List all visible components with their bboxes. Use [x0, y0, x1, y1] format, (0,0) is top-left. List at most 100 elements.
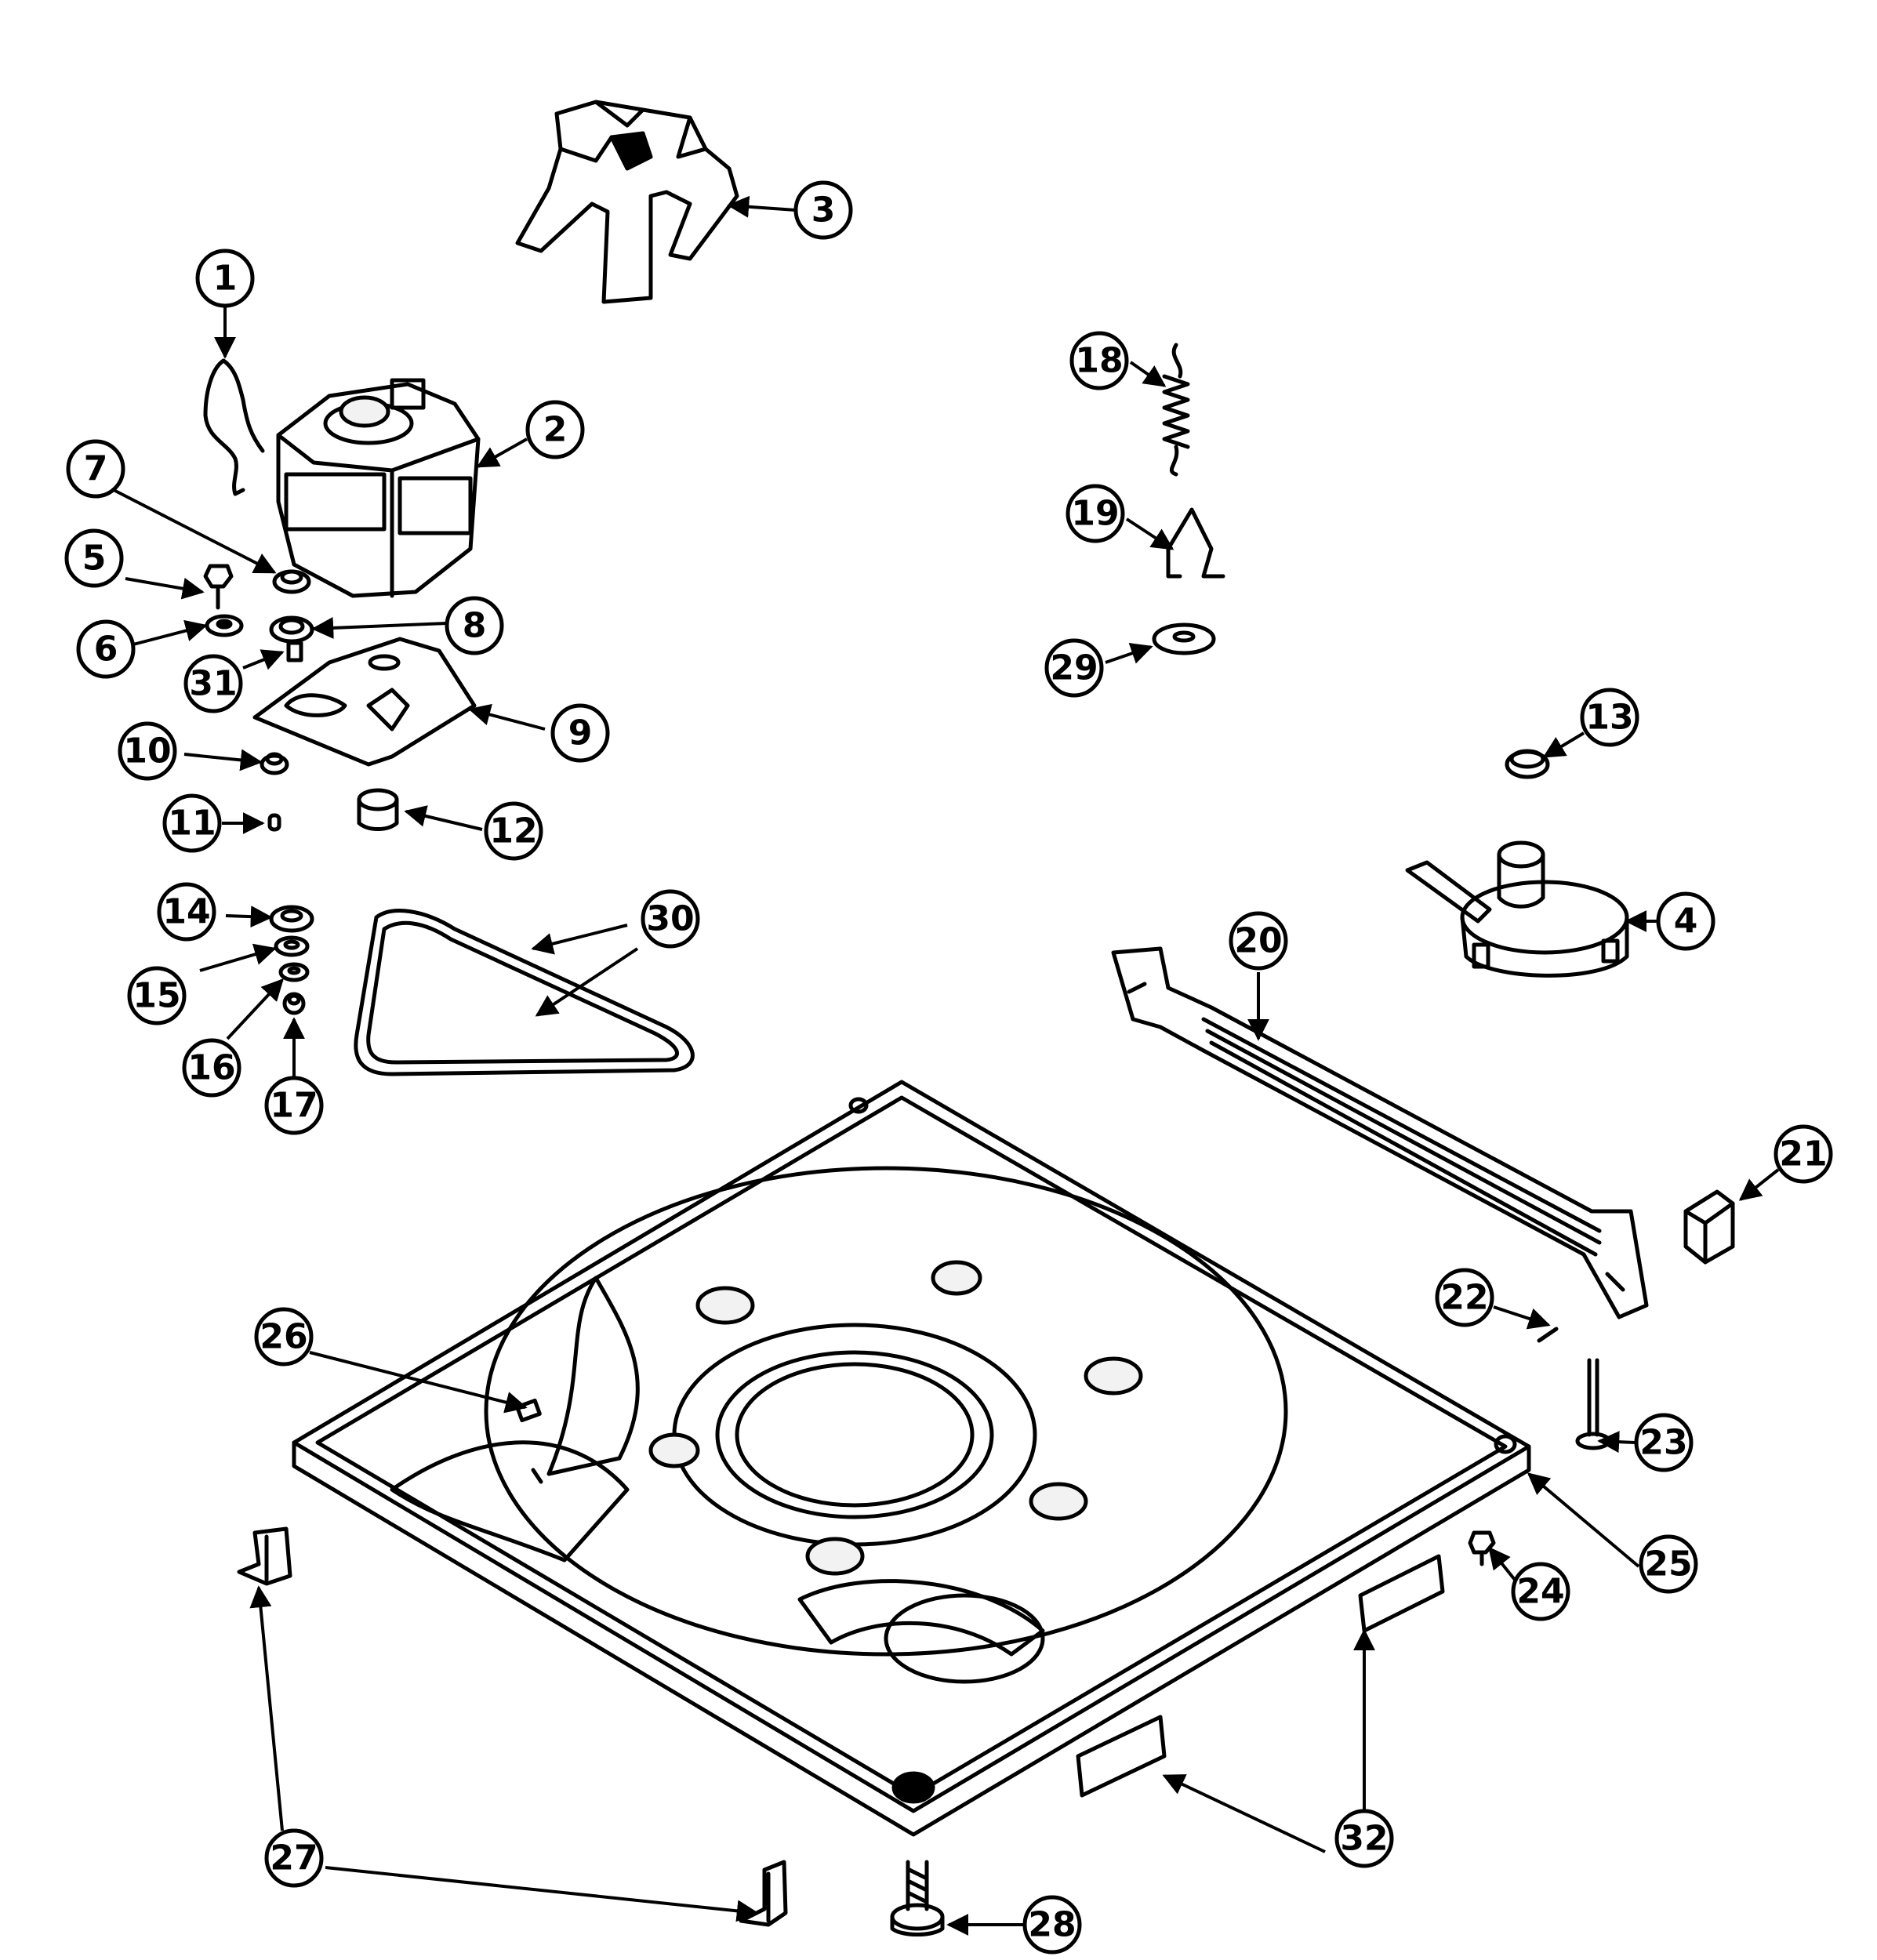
callout-circle — [1435, 1268, 1494, 1327]
callout-circle — [1774, 1124, 1833, 1184]
callout-32: 32 — [1334, 1809, 1394, 1868]
callout-circle — [1580, 688, 1639, 747]
part-23-bolt — [1575, 1358, 1611, 1450]
part-3-agitator-drive-block — [515, 100, 739, 304]
part-28-leveling-leg — [890, 1860, 945, 1936]
callout-label: 23 — [1639, 1423, 1687, 1463]
callout-label: 10 — [123, 731, 171, 771]
callout-6: 6 — [76, 619, 136, 679]
callout-label: 4 — [1674, 902, 1698, 942]
callout-8: 8 — [445, 596, 504, 655]
callout-circle — [1634, 1413, 1694, 1472]
callout-circle — [641, 889, 700, 949]
part-4-brake-assembly — [1405, 840, 1629, 978]
part-6-washer — [205, 614, 244, 637]
callout-label: 21 — [1779, 1134, 1827, 1174]
part-32-pad-lower — [1076, 1715, 1167, 1798]
callout-circle — [1639, 1534, 1698, 1594]
callout-circle — [550, 703, 610, 763]
callout-label: 2 — [543, 410, 568, 450]
callout-11: 11 — [162, 793, 222, 853]
part-9-motor-mount-plate — [252, 637, 477, 767]
part-8-grommet — [269, 615, 314, 644]
callout-label: 25 — [1644, 1544, 1692, 1584]
callout-28: 28 — [1022, 1895, 1082, 1955]
callout-label: 14 — [162, 892, 210, 932]
callout-label: 5 — [82, 539, 107, 579]
callout-30: 30 — [641, 889, 700, 949]
callout-10: 10 — [118, 721, 177, 781]
part-20-brace — [1111, 946, 1649, 1319]
callout-circle — [157, 882, 216, 942]
callout-label: 13 — [1585, 698, 1633, 738]
part-25-base — [292, 1080, 1531, 1837]
callout-circle — [182, 1038, 241, 1098]
callout-9: 9 — [550, 703, 610, 763]
part-27-bracket-left — [237, 1526, 292, 1586]
callout-label: 8 — [463, 606, 487, 646]
callout-circle — [1044, 638, 1104, 698]
callout-circle — [793, 180, 853, 240]
callout-circle — [264, 1828, 324, 1888]
callout-label: 12 — [489, 811, 537, 851]
callout-13: 13 — [1580, 688, 1639, 747]
callout-14: 14 — [157, 882, 216, 942]
callout-15: 15 — [127, 966, 187, 1025]
callout-2: 2 — [525, 400, 585, 459]
callout-circle — [484, 801, 543, 861]
part-1-clip — [203, 358, 265, 496]
callout-label: 7 — [84, 449, 108, 489]
callout-label: 9 — [568, 713, 593, 753]
callout-label: 24 — [1516, 1572, 1564, 1612]
callout-label: 15 — [133, 976, 180, 1016]
callout-circle — [195, 249, 255, 308]
callout-circle — [127, 966, 187, 1025]
callout-21: 21 — [1774, 1124, 1833, 1184]
callout-label: 20 — [1234, 921, 1282, 961]
callout-circle — [1066, 484, 1125, 543]
callout-circle — [1069, 331, 1129, 390]
part-12-bushing — [357, 788, 399, 831]
callout-label: 16 — [187, 1048, 235, 1088]
callout-31: 31 — [183, 654, 243, 713]
callout-29: 29 — [1044, 638, 1104, 698]
part-11-pin — [267, 813, 281, 832]
part-30-belt — [354, 909, 695, 1076]
callout-circle — [64, 528, 124, 588]
callout-label: 18 — [1075, 341, 1123, 381]
callout-label: 28 — [1028, 1905, 1076, 1945]
callout-circle — [162, 793, 222, 853]
callout-label: 27 — [270, 1838, 318, 1878]
callout-label: 1 — [213, 259, 238, 299]
callout-27: 27 — [264, 1828, 324, 1888]
callout-25: 25 — [1639, 1534, 1698, 1594]
callout-19: 19 — [1066, 484, 1125, 543]
callout-7: 7 — [66, 439, 125, 499]
callout-label: 30 — [646, 899, 694, 939]
part-24-screw — [1468, 1530, 1496, 1566]
callout-circle — [1229, 911, 1288, 971]
part-14-grommet — [269, 905, 314, 933]
callout-23: 23 — [1634, 1413, 1694, 1472]
part-27-bracket-right — [739, 1860, 788, 1927]
callout-circle — [445, 596, 504, 655]
callout-12: 12 — [484, 801, 543, 861]
callout-26: 26 — [254, 1307, 314, 1367]
part-21-bracket — [1683, 1189, 1735, 1265]
callout-circle — [1022, 1895, 1082, 1955]
callout-circle — [264, 1076, 324, 1135]
callout-circle — [254, 1307, 314, 1367]
callout-18: 18 — [1069, 331, 1129, 390]
part-16-washer — [278, 962, 310, 982]
callout-label: 31 — [189, 664, 237, 704]
callout-circle — [66, 439, 125, 499]
part-31-spacer — [286, 641, 303, 662]
part-15-washer — [274, 935, 310, 957]
part-13-clamp — [1505, 749, 1550, 779]
callout-label: 32 — [1340, 1819, 1388, 1859]
callout-circle — [118, 721, 177, 781]
part-29-washer — [1152, 622, 1216, 655]
callout-circle — [1656, 891, 1715, 951]
callout-label: 6 — [94, 630, 118, 670]
